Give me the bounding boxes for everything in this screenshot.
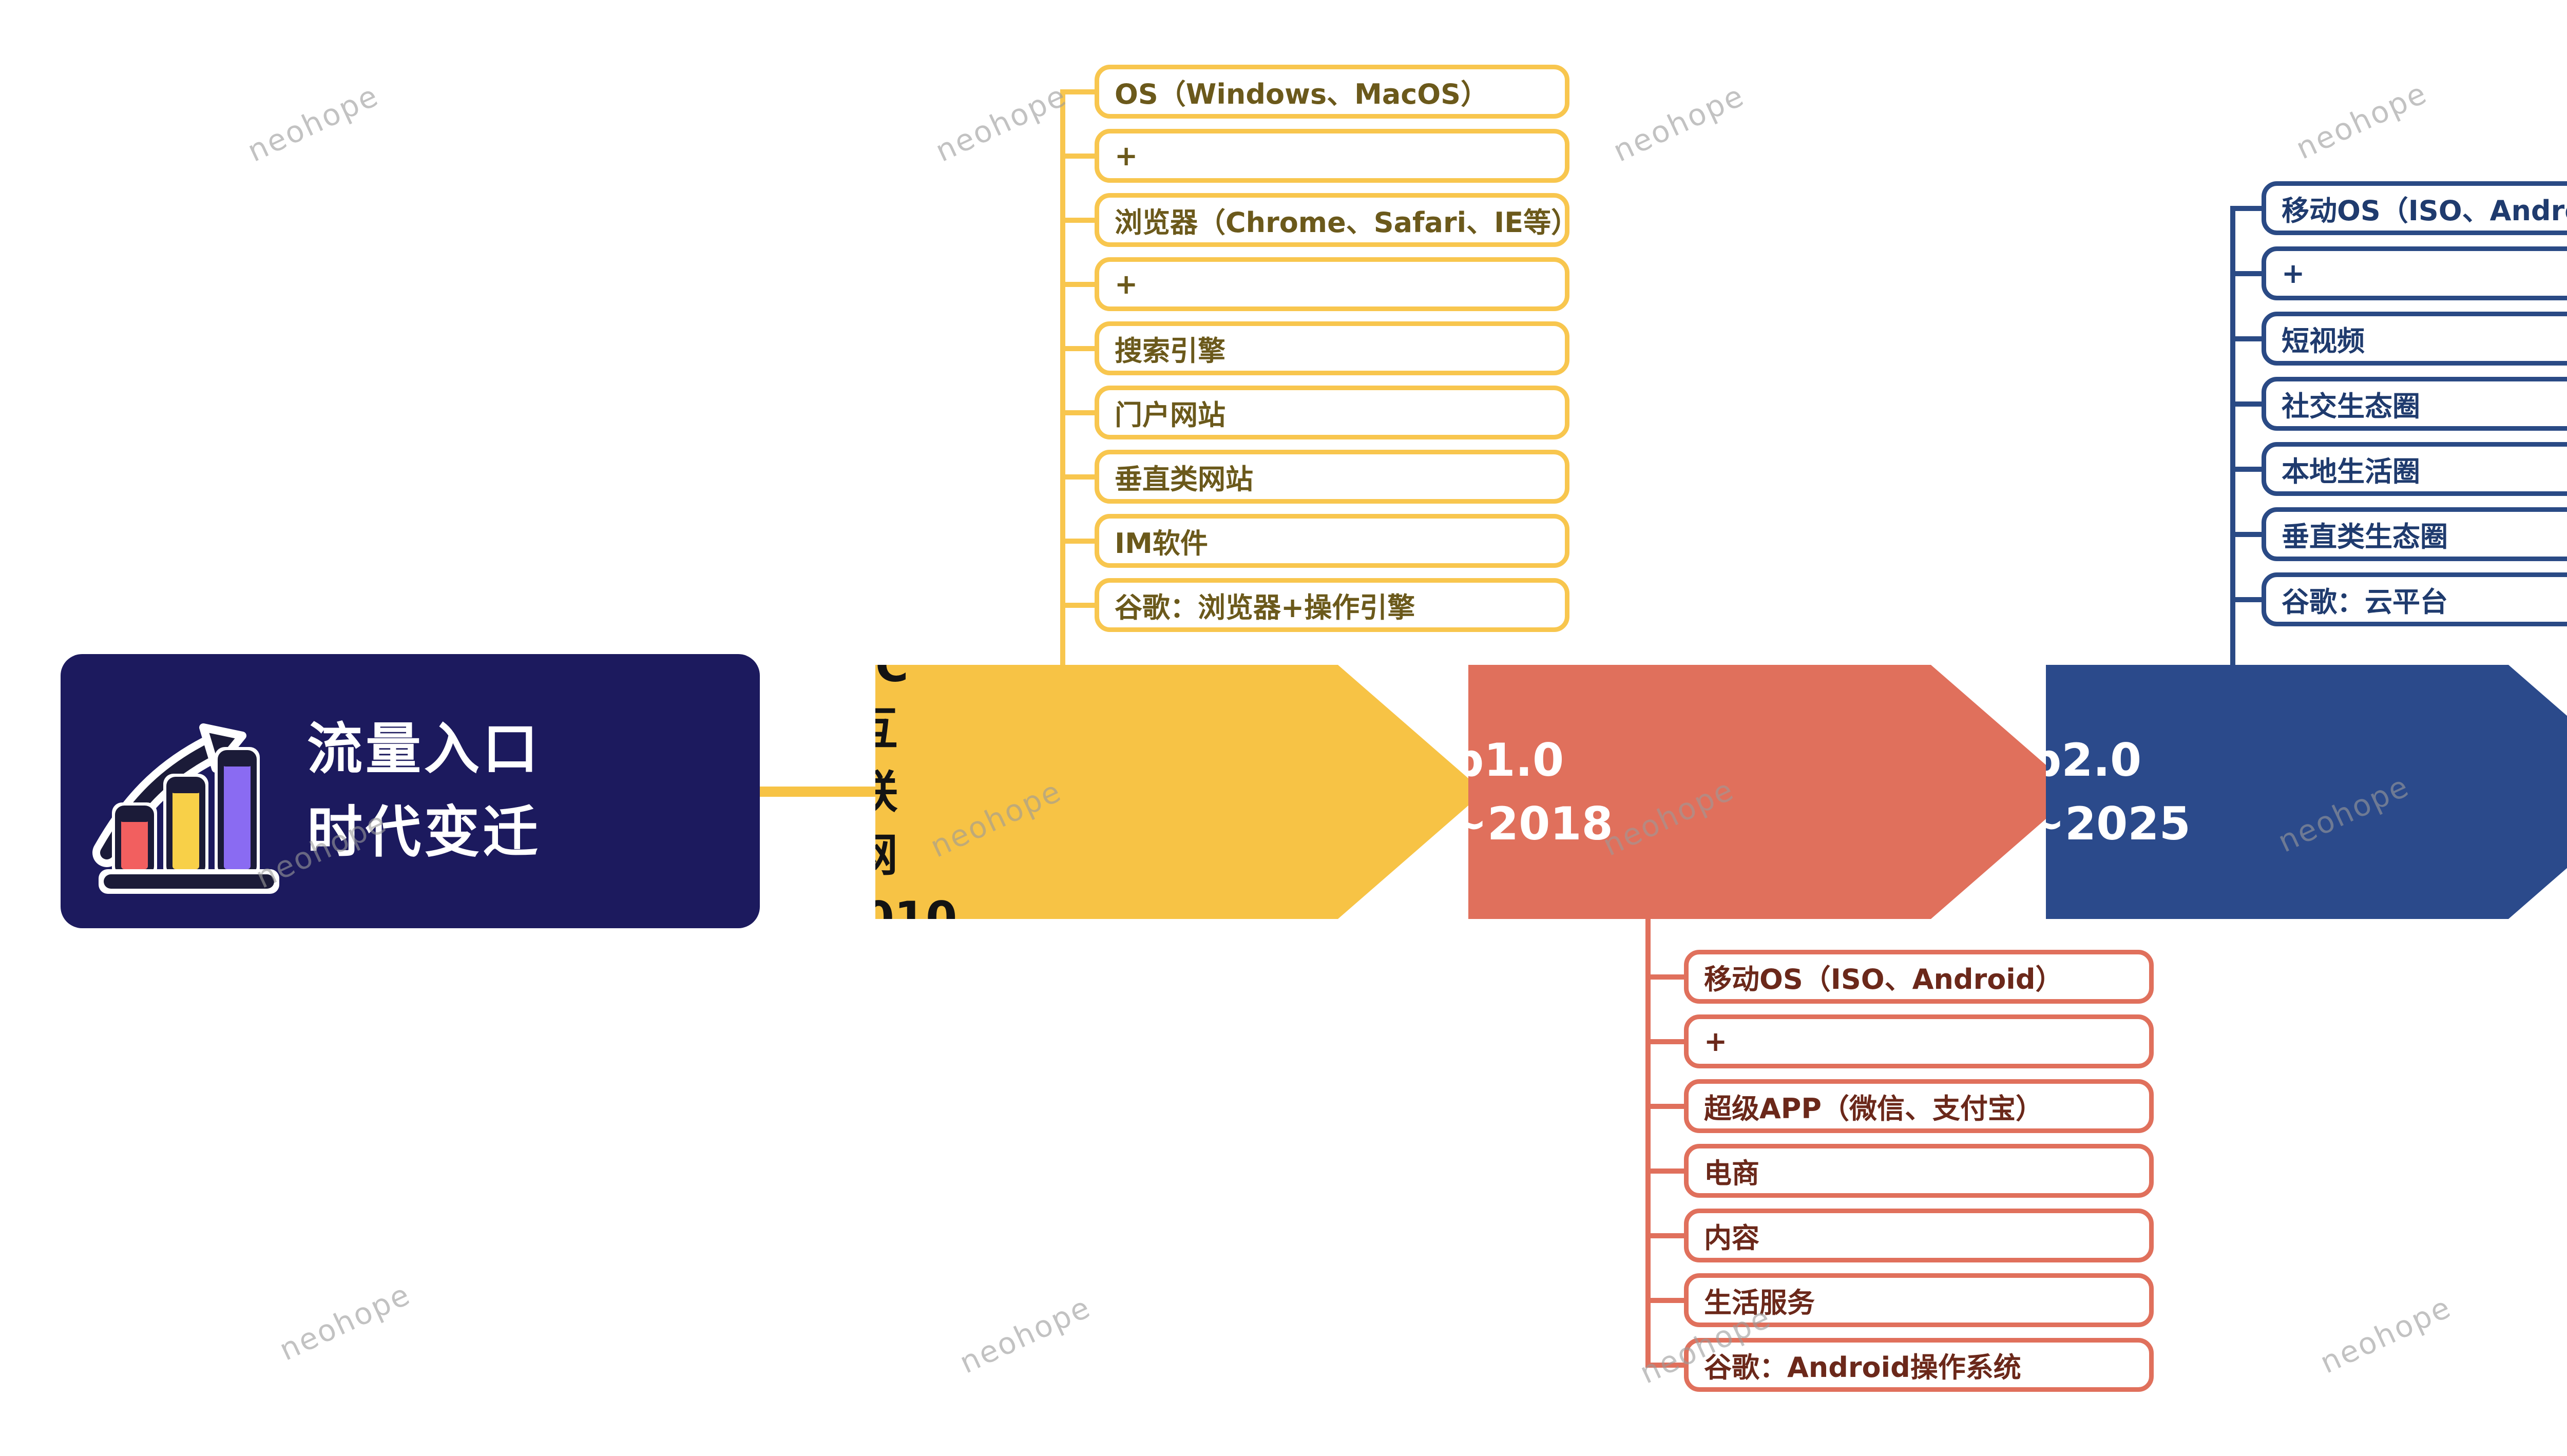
connector-stub xyxy=(1060,602,1100,608)
list-item[interactable]: 谷歌：浏览器+操作引擎 xyxy=(1095,578,1569,632)
list-item[interactable]: + xyxy=(1095,129,1569,183)
list-item[interactable]: OS（Windows、MacOS） xyxy=(1095,65,1569,119)
connector-trunk xyxy=(1060,91,1065,665)
watermark-text: neohope xyxy=(2314,1289,2457,1381)
list-item[interactable]: 门户网站 xyxy=(1095,386,1569,439)
list-item[interactable]: IM软件 xyxy=(1095,514,1569,568)
connector-trunk xyxy=(1645,919,1651,1368)
watermark-text: neohope xyxy=(1607,78,1750,169)
list-item[interactable]: 移动OS（ISO、Android） xyxy=(2262,181,2567,235)
connector-stub xyxy=(1060,346,1100,351)
connector-stub xyxy=(1645,974,1689,980)
list-item[interactable]: 社交生态圈 xyxy=(2262,377,2567,431)
list-item[interactable]: 垂直类网站 xyxy=(1095,450,1569,504)
list-item[interactable]: 内容 xyxy=(1684,1209,2154,1262)
connector-stub xyxy=(2230,466,2267,472)
connector-stub xyxy=(1645,1103,1689,1109)
connector-stub xyxy=(1060,89,1100,94)
root-node-title[interactable]: 流量入口 时代变迁 xyxy=(61,654,760,928)
node-label: PC互联网 xyxy=(842,639,909,882)
connector-stub xyxy=(1645,1362,1689,1368)
connector-stub xyxy=(1060,281,1100,287)
connector-stub xyxy=(1645,1297,1689,1303)
list-item[interactable]: 生活服务 xyxy=(1684,1273,2154,1327)
connector-stub xyxy=(2230,271,2267,276)
list-item[interactable]: 移动OS（ISO、Android） xyxy=(1684,950,2154,1004)
era-node-web2[interactable]: Web2.0 2018~2025 xyxy=(2046,665,2567,919)
connector-line xyxy=(759,787,878,797)
list-item[interactable]: 短视频 xyxy=(2262,312,2567,366)
title-line-1: 流量入口 xyxy=(307,717,542,781)
watermark-text: neohope xyxy=(930,78,1072,169)
connector-trunk xyxy=(2230,208,2235,665)
list-item[interactable]: 垂直类生态圈 xyxy=(2262,507,2567,561)
watermark-text: neohope xyxy=(274,1276,416,1368)
watermark-text: neohope xyxy=(954,1289,1097,1381)
connector-stub xyxy=(2230,401,2267,407)
connector-stub xyxy=(2230,336,2267,341)
list-item[interactable]: + xyxy=(2262,246,2567,300)
era-node-web1[interactable]: Web1.0 2010~2018 xyxy=(1468,665,2077,919)
growth-bar-chart-icon xyxy=(92,723,279,894)
connector-stub xyxy=(1060,538,1100,544)
connector-stub xyxy=(1645,1233,1689,1238)
node-sublabel: 2010~2018 xyxy=(1324,797,1613,850)
list-item[interactable]: 浏览器（Chrome、Safari、IE等） xyxy=(1095,193,1579,247)
title-line-2: 时代变迁 xyxy=(307,800,542,865)
connector-stub xyxy=(1645,1168,1689,1174)
connector-stub xyxy=(1060,153,1100,159)
node-sublabel: ~2010 xyxy=(793,892,957,945)
connector-stub xyxy=(1060,410,1100,415)
list-item[interactable]: 谷歌：云平台 xyxy=(2262,572,2567,626)
list-item[interactable]: 搜索引擎 xyxy=(1095,321,1569,375)
connector-stub xyxy=(2230,597,2267,602)
list-item[interactable]: 电商 xyxy=(1684,1144,2154,1198)
watermark-text: neohope xyxy=(242,78,385,169)
connector-stub xyxy=(2230,205,2267,211)
node-sublabel: 2018~2025 xyxy=(1901,797,2191,850)
list-item[interactable]: 谷歌：Android操作系统 xyxy=(1684,1338,2154,1392)
node-label: Web1.0 xyxy=(1372,734,1564,787)
node-label: Web2.0 xyxy=(1950,734,2142,787)
connector-stub xyxy=(1060,217,1100,223)
connector-stub xyxy=(1645,1039,1689,1044)
title-text: 流量入口 时代变迁 xyxy=(307,708,541,874)
list-item[interactable]: + xyxy=(1684,1014,2154,1068)
list-item[interactable]: 本地生活圈 xyxy=(2262,442,2567,496)
era-node-pc-internet[interactable]: PC互联网 ~2010 xyxy=(875,665,1484,919)
connector-stub xyxy=(2230,531,2267,537)
watermark-text: neohope xyxy=(2290,75,2433,166)
list-item[interactable]: 超级APP（微信、支付宝） xyxy=(1684,1079,2154,1133)
connector-stub xyxy=(1060,474,1100,480)
list-item[interactable]: + xyxy=(1095,257,1569,311)
